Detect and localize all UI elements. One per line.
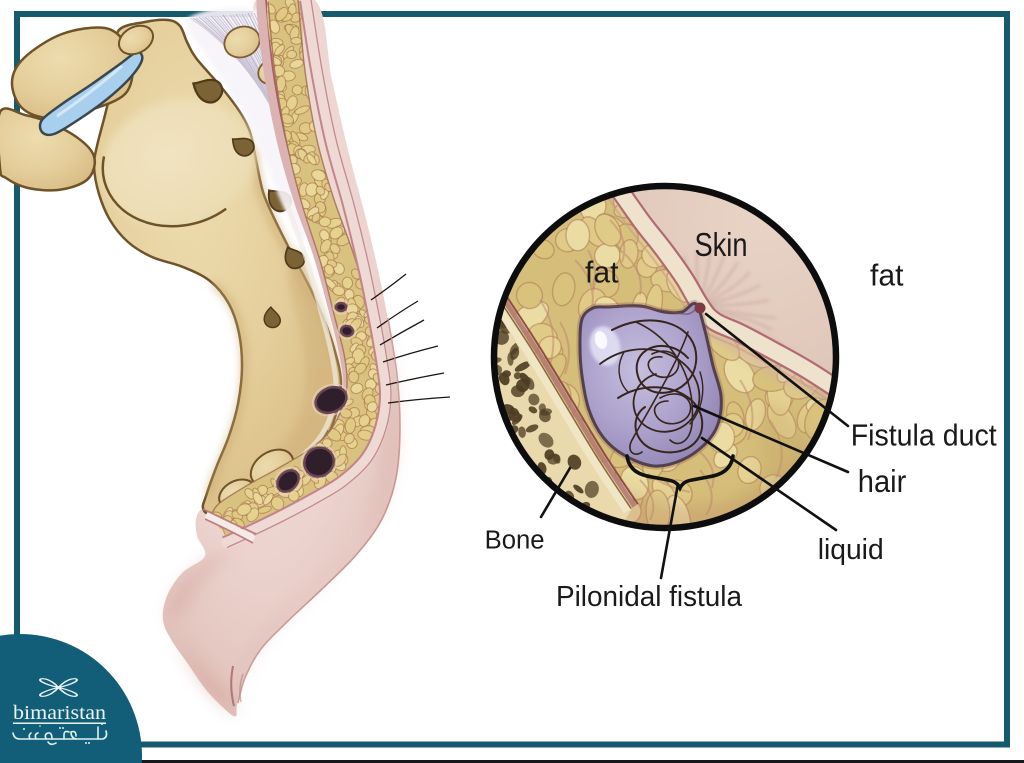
svg-text:fat: fat <box>585 255 619 290</box>
svg-text:Pilonidal fistula: Pilonidal fistula <box>556 581 742 613</box>
svg-text:liquid: liquid <box>818 534 884 566</box>
svg-text:fat: fat <box>870 258 904 293</box>
svg-text:Fistula duct: Fistula duct <box>851 417 997 452</box>
svg-text:bimaristan: bimaristan <box>13 702 106 724</box>
svg-text:Bone: Bone <box>485 527 545 555</box>
svg-text:hair: hair <box>858 463 907 499</box>
svg-text:Skin: Skin <box>695 226 748 263</box>
